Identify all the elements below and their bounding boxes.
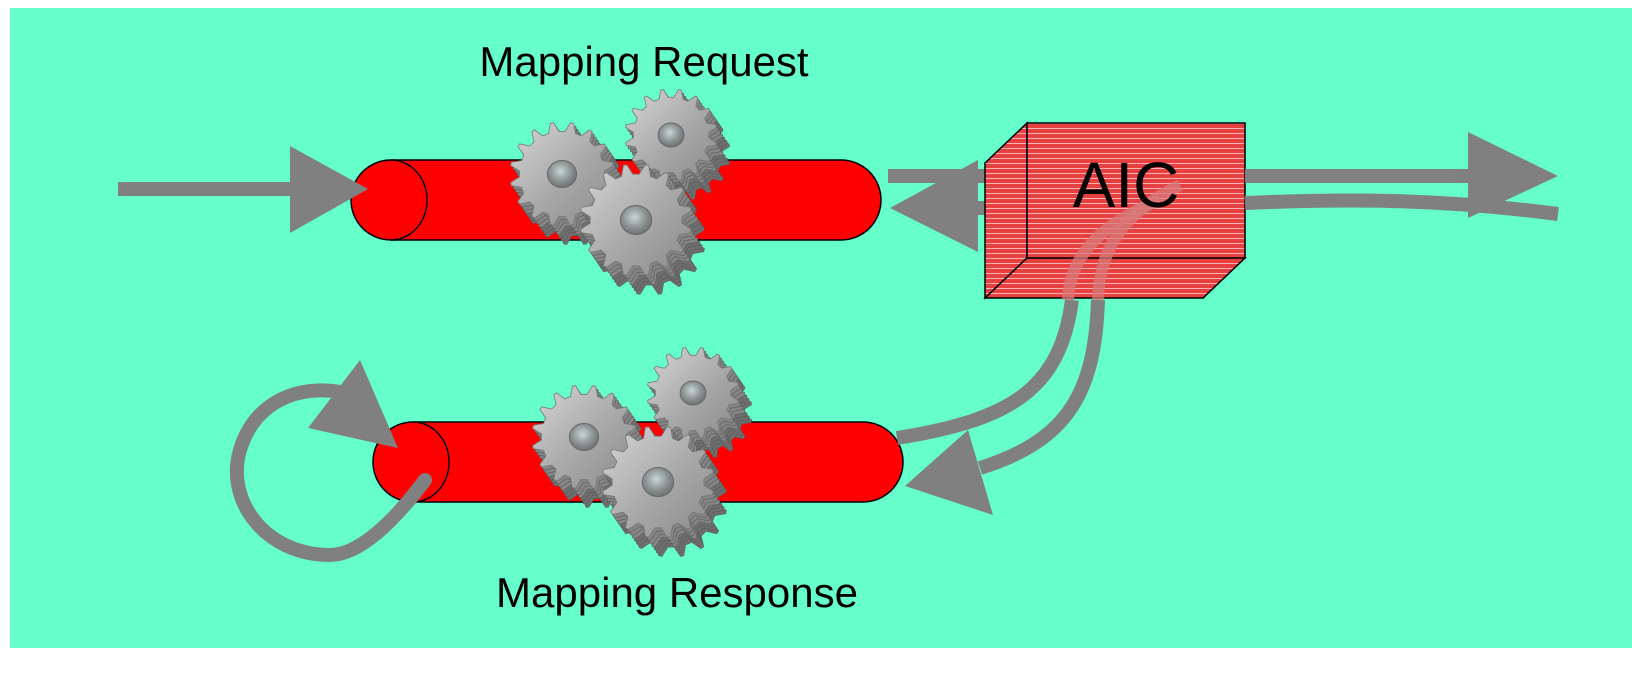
response-gear-cluster xyxy=(532,347,752,557)
gear-icon xyxy=(580,164,705,295)
response-to-aic-arrow xyxy=(895,299,1079,445)
mapping-response-label: Mapping Response xyxy=(496,569,858,616)
gear-icon xyxy=(647,347,752,458)
input-arrow xyxy=(118,146,368,233)
background-panel xyxy=(10,8,1632,648)
gear-icon xyxy=(602,426,727,557)
aic-box: AIC xyxy=(983,121,1247,301)
aic-output-line xyxy=(1244,193,1559,221)
request-gear-cluster xyxy=(510,89,730,295)
mapping-request-label: Mapping Request xyxy=(479,38,809,85)
aic-output-arrow xyxy=(1245,132,1558,218)
loop-arrow xyxy=(229,360,432,563)
gear-icon xyxy=(625,89,730,200)
aic-to-response-arrow xyxy=(905,299,1105,515)
aic-label: AIC xyxy=(1073,149,1180,221)
